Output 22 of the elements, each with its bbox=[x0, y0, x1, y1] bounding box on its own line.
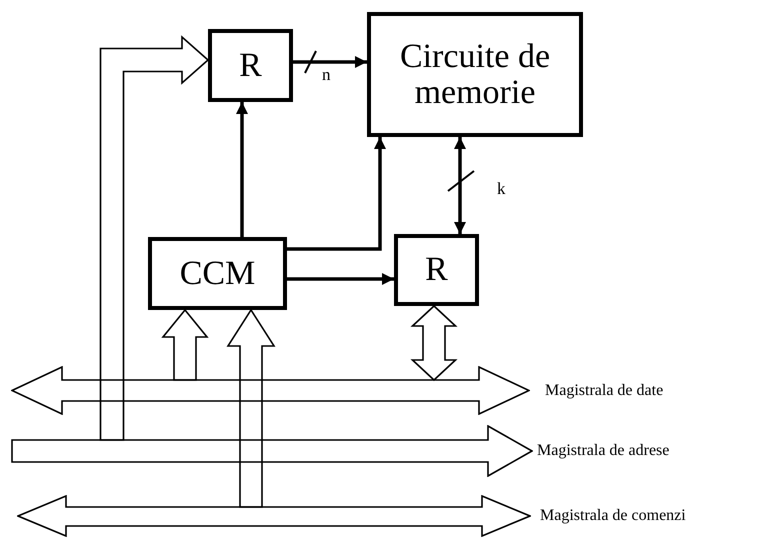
bus-label: Magistrala de date bbox=[545, 382, 664, 400]
wide-arrow bbox=[410, 304, 458, 382]
bus-label: Magistrala de comenzi bbox=[540, 507, 686, 525]
block-label: Circuite de memorie bbox=[398, 38, 552, 110]
block-box bbox=[367, 12, 583, 137]
block-box bbox=[208, 29, 293, 102]
block-label: CCM bbox=[180, 256, 256, 292]
block-box bbox=[148, 237, 287, 310]
edge-label: k bbox=[497, 180, 506, 197]
wide-arrow bbox=[100, 35, 210, 441]
arrow bbox=[287, 137, 386, 251]
wide-arrow bbox=[226, 308, 276, 508]
arrow bbox=[287, 273, 394, 285]
bus-label: Magistrala de adrese bbox=[537, 442, 670, 460]
block-label: R bbox=[239, 48, 262, 84]
arrow bbox=[293, 56, 367, 68]
block-box bbox=[394, 234, 479, 306]
arrow bbox=[454, 137, 466, 234]
wide-arrow bbox=[161, 308, 209, 381]
arrow bbox=[236, 102, 248, 237]
block-label: R bbox=[425, 252, 448, 288]
edge-label: n bbox=[322, 66, 330, 83]
